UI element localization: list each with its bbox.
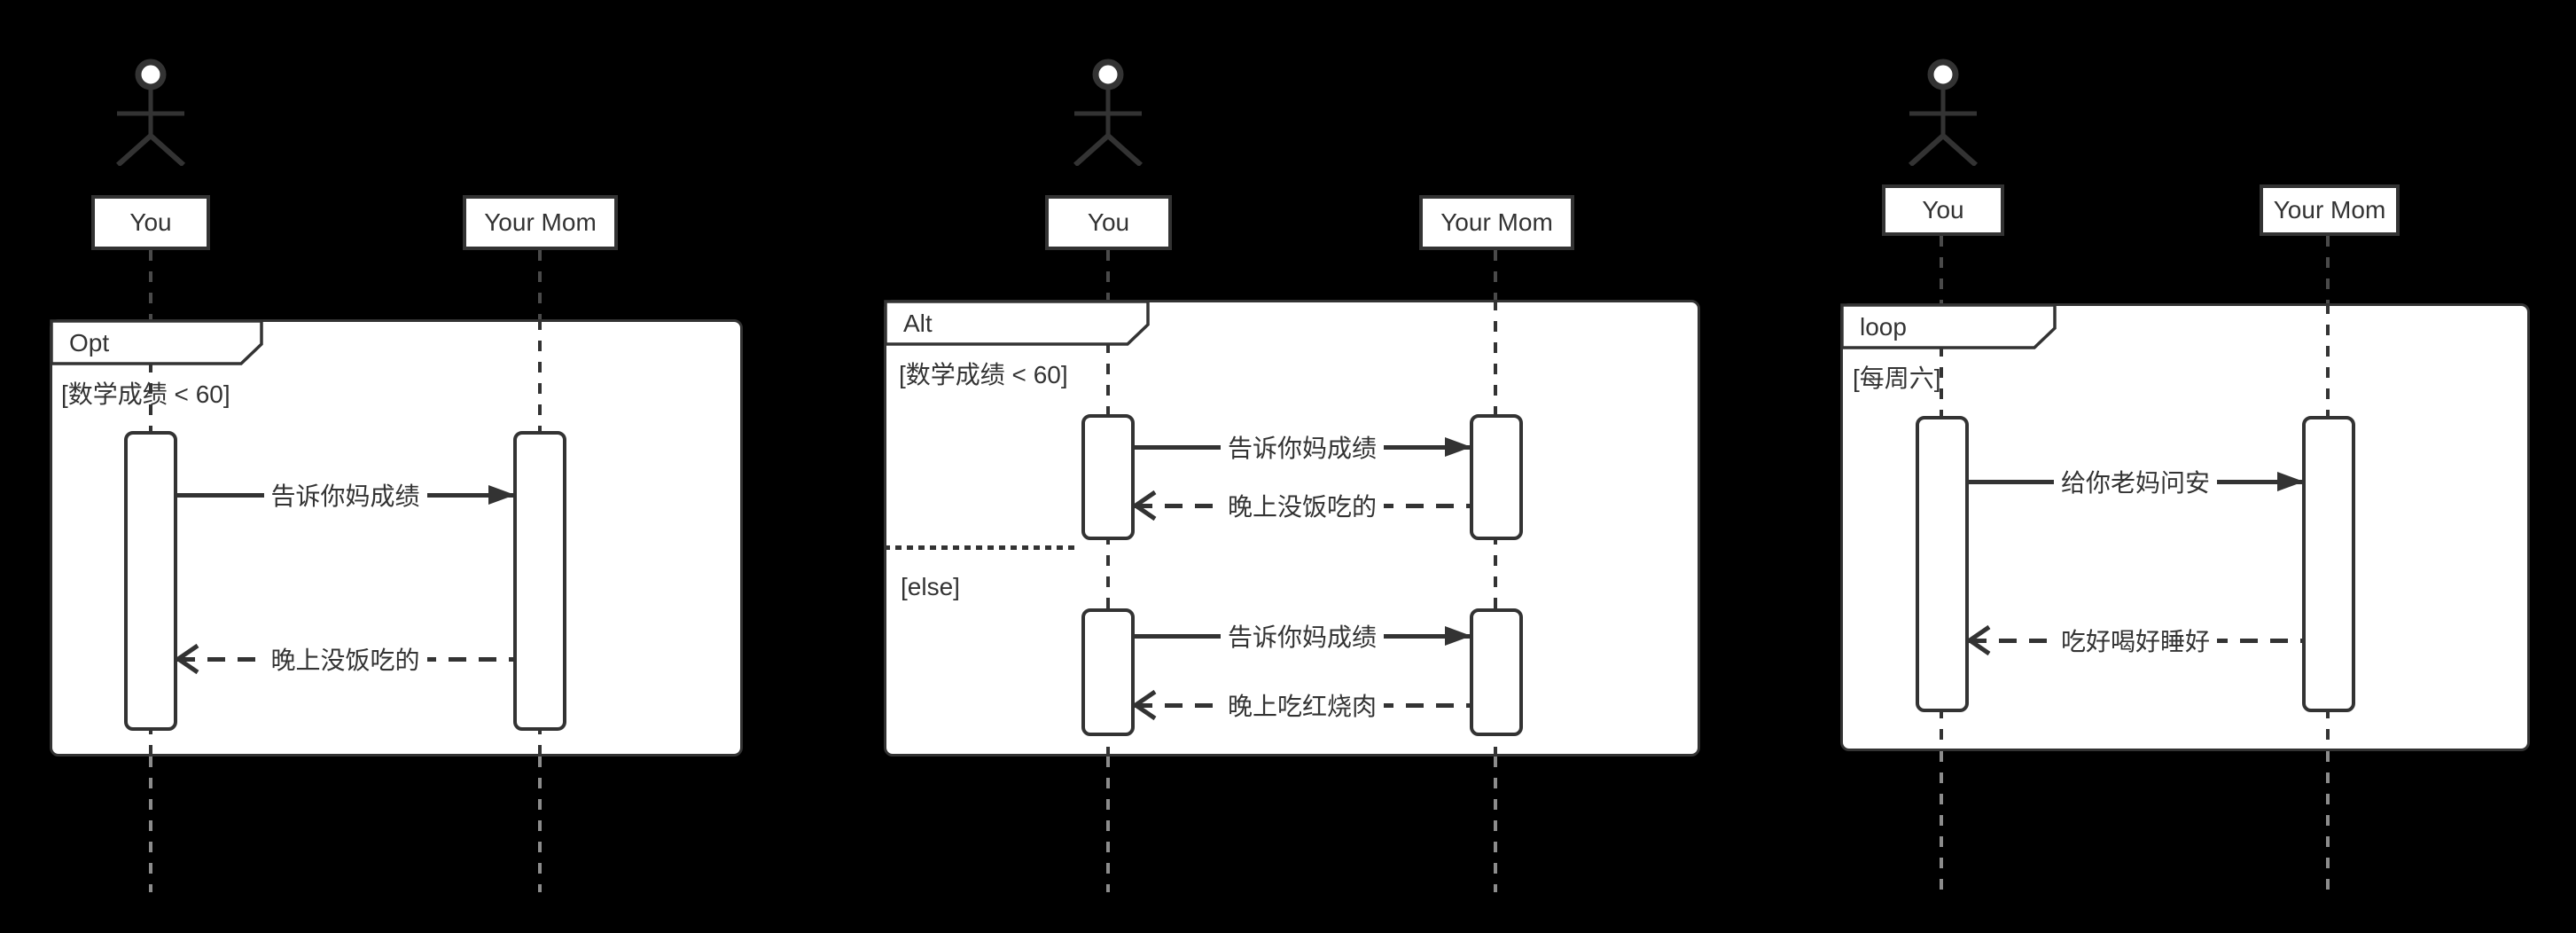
fragment-label-shape: [884, 300, 1150, 346]
message-sync: 告诉你妈成绩: [177, 477, 515, 513]
lifeline: [1494, 757, 1497, 892]
actor-label-you: You: [1045, 195, 1172, 250]
activation-bar: [2302, 416, 2355, 712]
message-label: 晚上吃红烧肉: [1220, 687, 1385, 723]
arrowhead-open-icon: [1132, 689, 1157, 721]
message-sync: 告诉你妈成绩: [1135, 618, 1471, 654]
message-return: 晚上没饭吃的: [1132, 488, 1470, 523]
message-label: 给你老妈问安: [2053, 464, 2218, 499]
lifeline: [538, 757, 542, 892]
lifeline: [1940, 236, 1943, 303]
actor-label-your-mom: Your Mom: [463, 195, 618, 250]
lifeline: [149, 250, 152, 319]
arrowhead-open-icon: [1966, 624, 1991, 656]
fragment-operator: loop: [1860, 313, 1907, 341]
arrowhead-filled-icon: [2277, 472, 2304, 491]
actor-name: You: [129, 208, 172, 236]
message-label: 晚上没饭吃的: [1220, 488, 1385, 523]
lifeline: [2326, 751, 2330, 892]
message-sync: 告诉你妈成绩: [1135, 429, 1471, 465]
lifeline: [2326, 236, 2330, 303]
else-guard: [else]: [901, 573, 960, 600]
lifeline: [149, 757, 152, 892]
message-label: 告诉你妈成绩: [263, 477, 427, 513]
actor-label-you: You: [1882, 184, 2004, 236]
actor-label-your-mom: Your Mom: [2260, 184, 2400, 236]
alt-section-divider: [884, 545, 1075, 550]
message-return: 吃好喝好睡好: [1966, 623, 2302, 658]
actor-name: Your Mom: [484, 208, 597, 236]
fragment-guard: [数学成绩 < 60]: [61, 380, 230, 408]
activation-bar: [1916, 416, 1969, 712]
lifeline: [1494, 250, 1497, 300]
arrowhead-filled-icon: [488, 485, 515, 505]
actor-name: Your Mom: [1440, 208, 1553, 236]
message-label: 告诉你妈成绩: [1220, 618, 1385, 654]
alt-fragment-frame: [884, 300, 1700, 757]
activation-bar: [1470, 608, 1523, 736]
arrowhead-filled-icon: [1445, 437, 1471, 457]
fragment-guard: [数学成绩 < 60]: [899, 361, 1068, 388]
arrowhead-open-icon: [1132, 490, 1157, 521]
message-label: 吃好喝好睡好: [2053, 623, 2218, 658]
actor-icon: [1073, 59, 1143, 166]
message-sync: 给你老妈问安: [1969, 464, 2304, 499]
message-return: 晚上没饭吃的: [175, 641, 513, 677]
lifeline: [1940, 751, 1943, 892]
fragment-guard: [每周六]: [1853, 365, 1941, 392]
activation-bar: [1081, 414, 1135, 540]
actor-label-you: You: [91, 195, 210, 250]
fragment-label-shape: [50, 319, 263, 365]
arrowhead-open-icon: [175, 643, 199, 675]
fragment-operator: Alt: [903, 310, 933, 337]
activation-bar: [1081, 608, 1135, 736]
actor-label-your-mom: Your Mom: [1419, 195, 1574, 250]
message-label: 晚上没饭吃的: [263, 641, 427, 677]
actor-icon: [1909, 59, 1978, 166]
message-label: 告诉你妈成绩: [1220, 429, 1385, 465]
activation-bar: [1470, 414, 1523, 540]
actor-name: You: [1922, 196, 1964, 223]
message-return: 晚上吃红烧肉: [1132, 687, 1470, 723]
actor-name: Your Mom: [2273, 196, 2386, 223]
lifeline: [1106, 757, 1110, 892]
fragment-operator: Opt: [69, 329, 110, 357]
arrowhead-filled-icon: [1445, 626, 1471, 646]
lifeline: [538, 250, 542, 319]
actor-icon: [116, 59, 185, 166]
fragment-label-shape: [1840, 303, 2057, 349]
activation-bar: [513, 431, 566, 731]
lifeline: [1106, 250, 1110, 300]
actor-name: You: [1087, 208, 1130, 236]
activation-bar: [124, 431, 177, 731]
